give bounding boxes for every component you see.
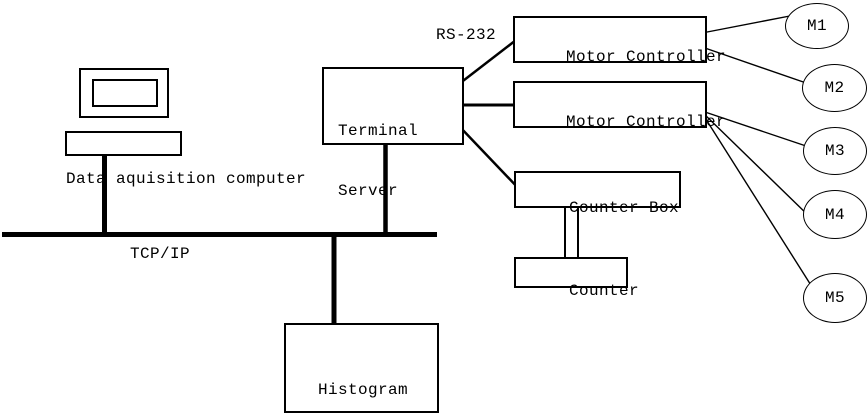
motor-controller-top-label: Motor Controller	[566, 48, 727, 66]
computer-screen-icon	[92, 79, 158, 107]
motor-node-m2: M2	[802, 64, 867, 112]
counter-label: Counter	[569, 282, 640, 300]
terminal-counterbox-link	[458, 125, 522, 192]
computer-label: Data aquisition computer	[66, 170, 307, 188]
counter-box-label: Counter Box	[569, 199, 680, 217]
terminal-server-label-line2: Server	[338, 182, 399, 200]
histogram-memory-label-line1: Histogram	[318, 381, 409, 399]
motor-controller-bottom-box: Motor Controller	[513, 81, 726, 131]
motor-node-m4-label: M4	[824, 205, 845, 224]
motor-node-m2-label: M2	[824, 79, 845, 97]
motor-node-m1-label: M1	[806, 17, 827, 35]
motor-node-m3: M3	[803, 127, 867, 175]
mc-bottom-m3-link	[701, 110, 813, 149]
motor-node-m5-label: M5	[824, 289, 845, 307]
mc-bottom-m4-link	[701, 111, 813, 220]
tcp-ip-label: TCP/IP	[130, 245, 191, 263]
counter: Counter	[514, 257, 639, 300]
terminal-server-box: Terminal Server	[322, 67, 464, 200]
terminal-server-label-line1: Terminal	[338, 122, 419, 140]
motor-controller-top-box: Motor Controller	[513, 16, 726, 66]
mc-top-m2-link	[701, 46, 813, 86]
rs232-link-top	[458, 36, 521, 85]
motor-node-m3-label: M3	[824, 142, 845, 160]
mc-top-m1-link	[701, 14, 796, 34]
motor-node-m4: M4	[803, 190, 867, 239]
motor-node-m1: M1	[785, 3, 849, 49]
motor-node-m5: M5	[803, 273, 867, 323]
histogram-memory-box: Histogram Memory	[284, 323, 439, 413]
motor-controller-bottom-label: Motor Controller	[566, 113, 727, 131]
mc-bottom-m5-link	[701, 112, 815, 291]
counter-box: Counter Box	[514, 171, 681, 217]
computer-keyboard-icon	[65, 131, 182, 156]
rs232-label: RS-232	[436, 26, 497, 44]
